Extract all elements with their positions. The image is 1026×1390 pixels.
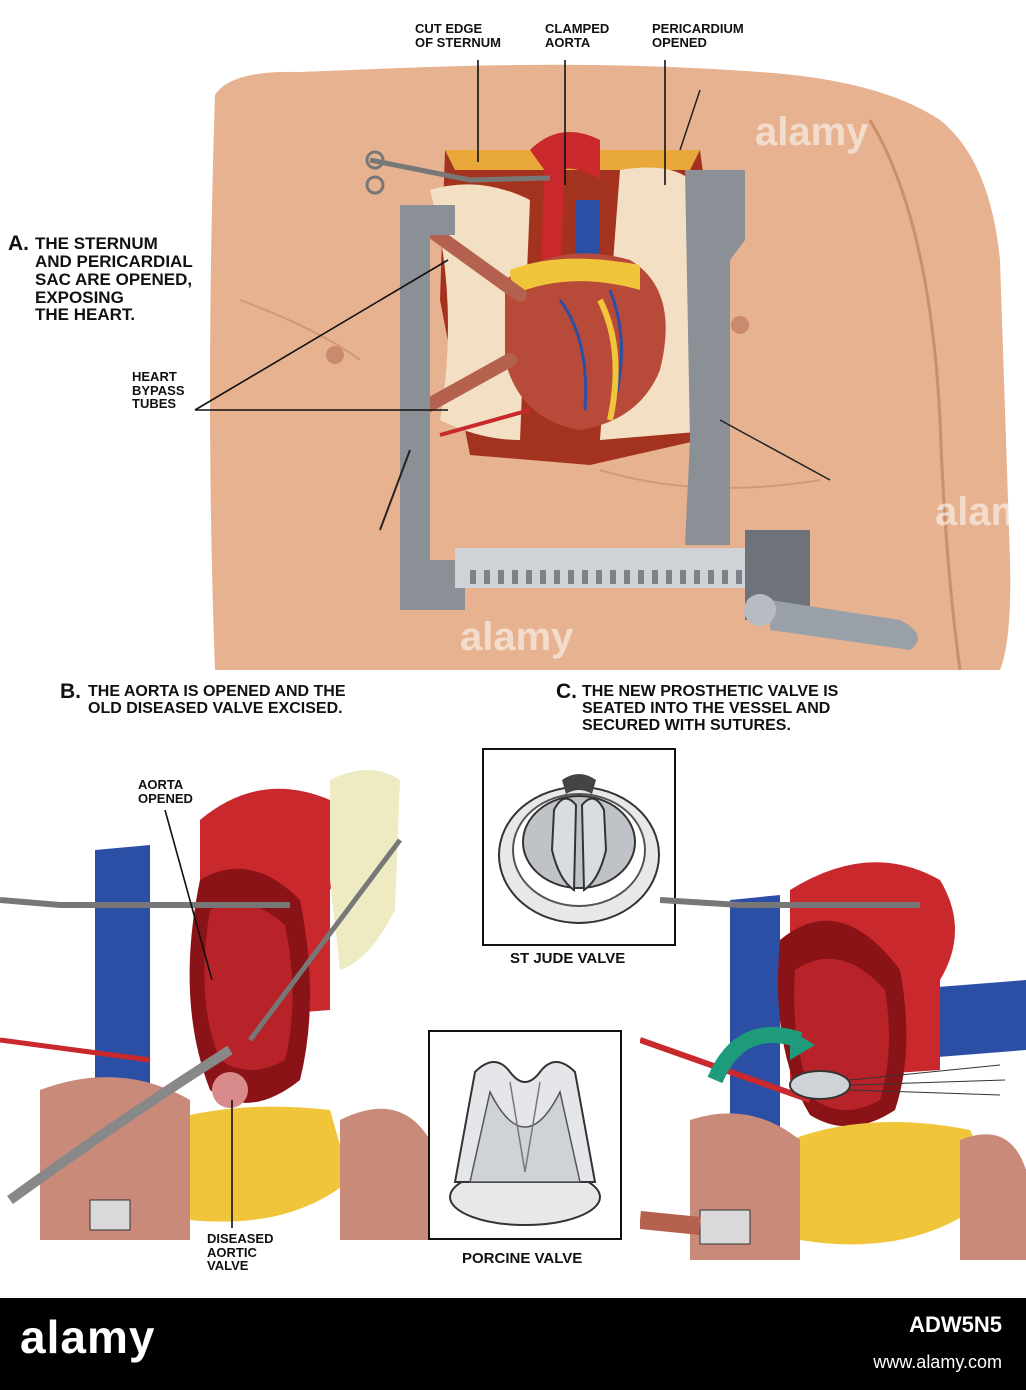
label-line: CLAMPED	[545, 21, 610, 36]
panel-a-caption-line: EXPOSING	[35, 287, 124, 307]
panel-a-caption: A. THE STERNUM AND PERICARDIAL SAC ARE O…	[8, 232, 193, 325]
panel-c-letter: C.	[556, 680, 577, 703]
label-line: OPENED	[652, 34, 707, 50]
label-line: BYPASS	[132, 382, 185, 398]
porcine-valve-label: PORCINE VALVE	[462, 1250, 583, 1267]
label-line: PERICARDIUM	[652, 21, 744, 36]
prosthetic-valve-illustration	[640, 862, 1026, 1260]
label-line: HEART	[132, 369, 177, 384]
label-clamped-aorta: CLAMPED AORTA	[545, 22, 609, 49]
panel-a-letter: A.	[8, 232, 29, 255]
footer-bar: alamy ADW5N5 www.alamy.com	[0, 1298, 1026, 1390]
panel-b-leader-lines	[164, 809, 233, 1228]
chest-illustration	[210, 64, 1011, 671]
panel-c-caption-line: THE NEW PROSTHETIC VALVE IS	[582, 683, 839, 700]
porcine-valve-box	[428, 1030, 622, 1240]
panel-a-caption-line: SAC ARE OPENED,	[35, 269, 193, 289]
porcine-valve-icon	[449, 1061, 601, 1226]
label-line: AORTIC	[207, 1244, 257, 1260]
st-jude-valve-box	[482, 748, 676, 946]
panel-b-caption: B. THE AORTA IS OPENED AND THE OLD DISEA…	[60, 680, 346, 718]
watermark-text: alamy	[935, 490, 1026, 534]
aorta-opened-illustration	[0, 770, 430, 1240]
panel-b-letter: B.	[60, 680, 81, 703]
footer-image-id: ADW5N5	[909, 1312, 1002, 1337]
panel-a-caption-line: THE HEART.	[35, 305, 136, 325]
label-line: DISEASED	[207, 1231, 274, 1246]
label-line: AORTA	[545, 34, 591, 50]
label-line: AORTA	[138, 777, 184, 792]
panel-a-leader-lines	[194, 60, 666, 411]
panel-b-caption-line: OLD DISEASED VALVE EXCISED.	[88, 699, 343, 717]
label-cut-edge-of-sternum: CUT EDGE OF STERNUM	[415, 22, 501, 49]
label-line: OPENED	[138, 790, 193, 806]
watermark-text: alamy	[755, 110, 869, 154]
watermark-text: alamy	[460, 615, 574, 659]
label-line: OF STERNUM	[415, 34, 501, 50]
panel-c-caption-line: SEATED INTO THE VESSEL AND	[582, 699, 831, 717]
label-pericardium-opened: PERICARDIUM OPENED	[652, 22, 744, 49]
footer-url: www.alamy.com	[873, 1352, 1002, 1372]
label-aorta-opened: AORTA OPENED	[138, 778, 193, 805]
panel-c-caption: C. THE NEW PROSTHETIC VALVE IS SEATED IN…	[556, 680, 839, 734]
st-jude-valve-icon	[498, 774, 660, 924]
panel-a-caption-line: THE STERNUM	[35, 234, 158, 253]
panel-c-caption-line: SECURED WITH SUTURES.	[582, 716, 791, 734]
label-line: TUBES	[132, 396, 177, 412]
panel-a-caption-line: AND PERICARDIAL	[35, 251, 193, 271]
footer-brand-logo: alamy	[20, 1311, 156, 1363]
label-heart-bypass-tubes: HEART BYPASS TUBES	[132, 370, 185, 411]
label-line: VALVE	[207, 1258, 249, 1274]
label-diseased-aortic-valve: DISEASED AORTIC VALVE	[207, 1232, 273, 1273]
st-jude-valve-label: ST JUDE VALVE	[510, 950, 626, 967]
label-line: CUT EDGE	[415, 21, 483, 36]
panel-b-caption-line: THE AORTA IS OPENED AND THE	[88, 683, 346, 700]
